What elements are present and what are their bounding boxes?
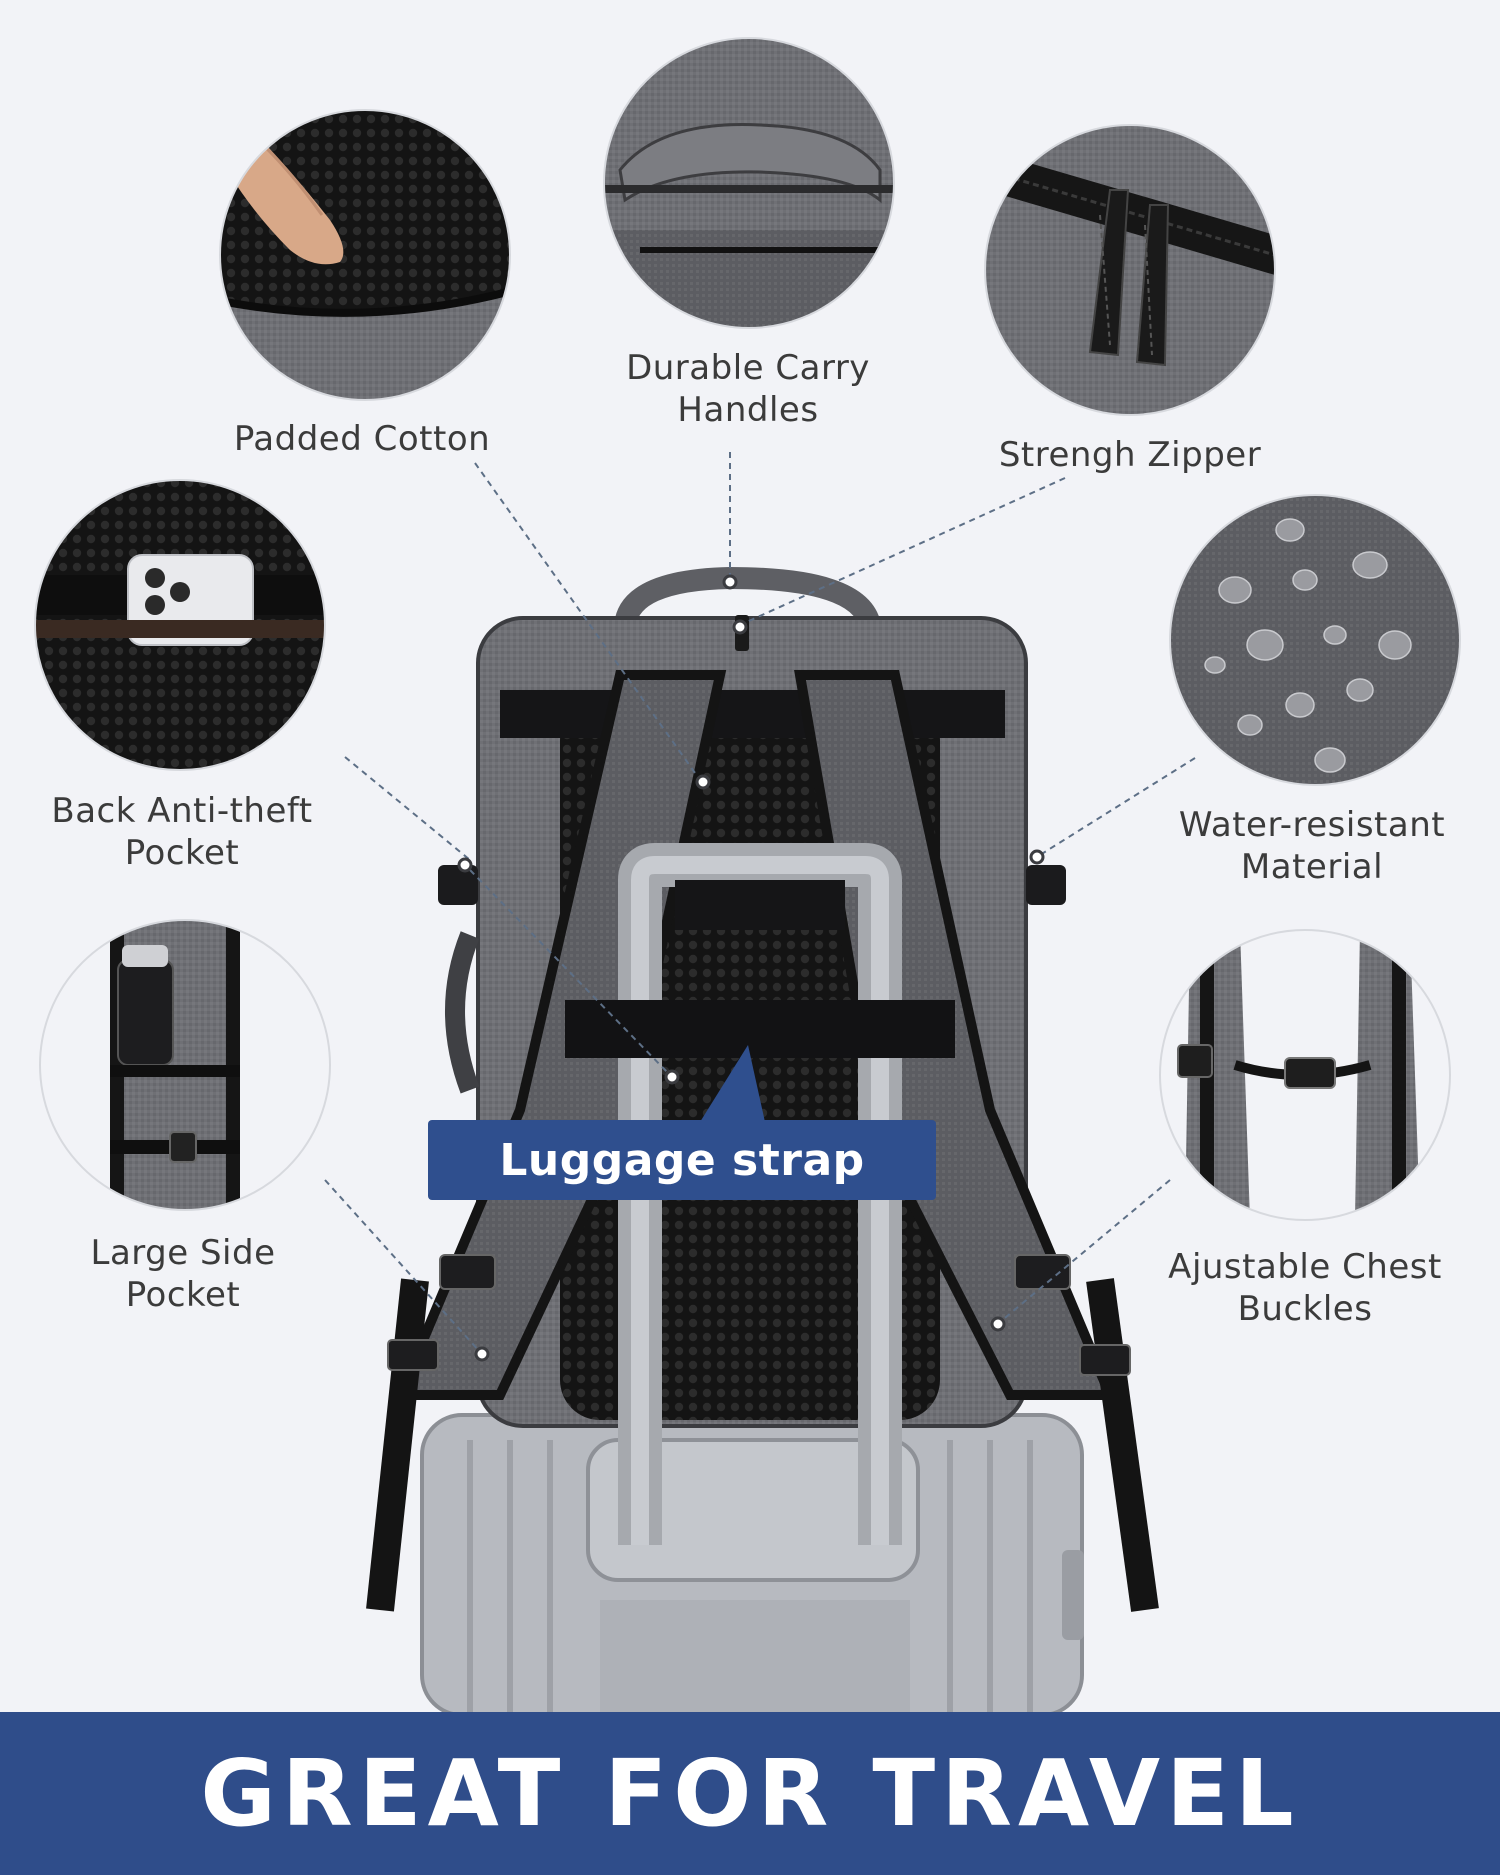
- trolley-handle: [618, 843, 902, 1545]
- banner-title: GREAT FOR TRAVEL: [200, 1740, 1300, 1847]
- feature-label-side-pocket: Large Side Pocket: [90, 1233, 276, 1315]
- chest-buckles-detail-image: [1159, 929, 1451, 1221]
- feature-label-zipper: Strengh Zipper: [998, 435, 1262, 475]
- anti-theft-pocket-detail-image: [34, 479, 326, 771]
- zipper-detail-image: [984, 124, 1276, 416]
- feature-label-water-resistant: Water-resistant Material: [1178, 805, 1446, 887]
- side-pocket-detail-image: [39, 919, 331, 1211]
- padded-cotton-detail-image: [219, 109, 511, 401]
- leader-dots: [457, 574, 1045, 1362]
- bottom-banner: GREAT FOR TRAVEL: [0, 1712, 1500, 1875]
- water-resistant-detail-image: [1169, 494, 1461, 786]
- carry-handles-detail-image: [603, 37, 895, 329]
- luggage-strap-callout: Luggage strap: [428, 1120, 936, 1200]
- feature-label-chest-buckles: Ajustable Chest Buckles: [1168, 1247, 1442, 1329]
- callout-pointer: [700, 1045, 765, 1122]
- luggage-strap-band: [565, 1000, 955, 1058]
- feature-label-carry-handles: Durable Carry Handles: [626, 348, 870, 430]
- leader-lines: [324, 452, 1196, 1353]
- luggage-strap-label: Luggage strap: [499, 1134, 865, 1186]
- suitcase: [420, 1413, 1084, 1717]
- feature-label-padded-cotton: Padded Cotton: [233, 419, 491, 459]
- feature-label-anti-theft-pocket: Back Anti-theft Pocket: [51, 791, 313, 873]
